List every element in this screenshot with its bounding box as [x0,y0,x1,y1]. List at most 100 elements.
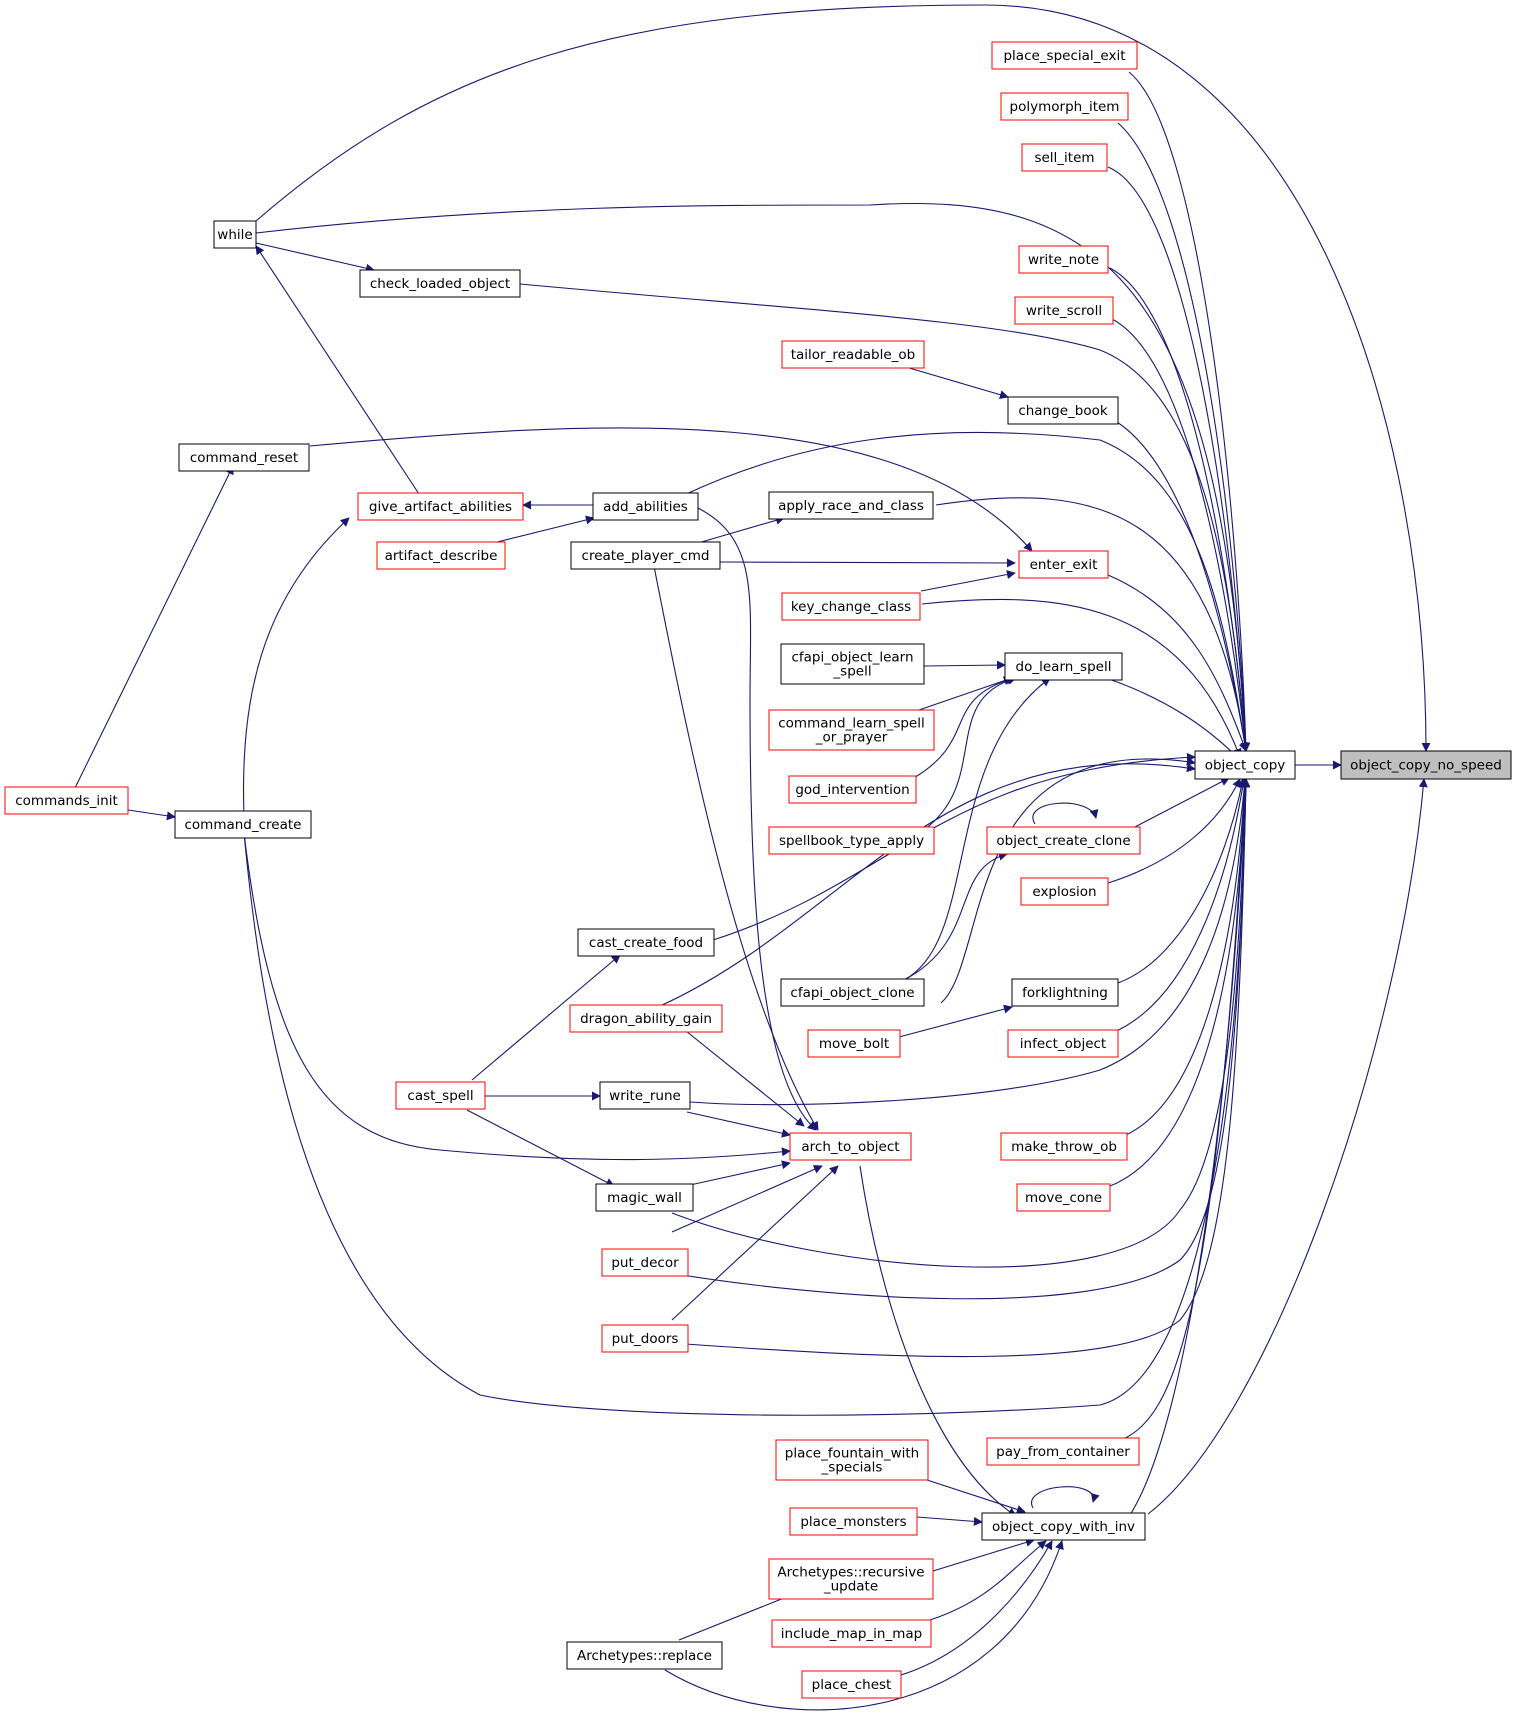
node-spellbook-type-apply[interactable]: spellbook_type_apply [768,826,935,855]
node-label: explosion [1032,884,1096,900]
node-put-decor[interactable]: put_decor [601,1248,689,1277]
node-label: _spell [832,664,871,680]
node-box [376,541,506,570]
node-box [566,1641,723,1670]
node-tailor-readable-ob[interactable]: tailor_readable_ob [781,340,925,369]
node-place-monsters[interactable]: place_monsters [789,1507,918,1536]
node-box [1004,652,1123,681]
node-cfapi-object-clone[interactable]: cfapi_object_clone [780,978,925,1007]
node-write-note[interactable]: write_note [1018,245,1109,274]
node-label: object_create_clone [996,833,1130,849]
node-enter-exit[interactable]: enter_exit [1018,550,1109,579]
node-box [768,709,935,751]
node-label: object_copy [1205,758,1286,774]
node-archetypes-recursive-update[interactable]: Archetypes::recursive_update [768,1558,934,1600]
node-label: magic_wall [607,1190,682,1206]
node-label: cast_create_food [589,935,703,951]
node-label: _update [823,1579,878,1595]
node-move-bolt[interactable]: move_bolt [807,1029,901,1058]
node-explosion[interactable]: explosion [1020,877,1109,906]
node-label: while [217,227,252,243]
node-label: create_player_cmd [582,548,710,564]
node-pay-from-container[interactable]: pay_from_container [986,1437,1140,1466]
node-place-fountain-with-specials[interactable]: place_fountain_with_specials [775,1439,929,1481]
node-create-player-cmd[interactable]: create_player_cmd [570,541,721,570]
node-magic-wall[interactable]: magic_wall [595,1183,694,1212]
node-commands-init[interactable]: commands_init [4,786,129,815]
node-write-scroll[interactable]: write_scroll [1014,296,1114,325]
node-check-loaded-object[interactable]: check_loaded_object [359,269,521,298]
node-forklightning[interactable]: forklightning [1011,978,1119,1007]
node-label: commands_init [15,793,118,809]
node-box [768,491,934,520]
node-label: command_reset [190,450,298,466]
node-do-learn-spell[interactable]: do_learn_spell [1004,652,1123,681]
node-sell-item[interactable]: sell_item [1021,143,1108,172]
node-label: change_book [1018,403,1108,419]
node-box [357,492,524,521]
node-label: infect_object [1020,1036,1106,1052]
node-label: tailor_readable_ob [791,347,916,363]
node-label: write_scroll [1026,303,1102,319]
node-change-book[interactable]: change_book [1007,396,1119,425]
call-edges [73,4,1431,1711]
node-place-special-exit[interactable]: place_special_exit [991,41,1138,70]
node-command-reset[interactable]: command_reset [178,443,310,472]
node-box [771,1619,932,1648]
node-box [1018,550,1109,579]
node-label: god_intervention [795,782,909,798]
node-box [789,1507,918,1536]
node-give-artifact-abilities[interactable]: give_artifact_abilities [357,492,524,521]
node-box [601,1324,689,1353]
node-while[interactable]: while [213,220,257,249]
node-label: pay_from_container [996,1444,1130,1460]
node-artifact-describe[interactable]: artifact_describe [376,541,506,570]
node-apply-race-and-class[interactable]: apply_race_and_class [768,491,934,520]
node-cfapi-object-learn-spell[interactable]: cfapi_object_learn_spell [780,643,925,685]
node-box [1021,143,1108,172]
node-add-abilities[interactable]: add_abilities [592,492,699,521]
node-label: _or_prayer [815,730,888,746]
node-archetypes-replace[interactable]: Archetypes::replace [566,1641,723,1670]
node-label: cfapi_object_learn [791,650,913,666]
node-include-map-in-map[interactable]: include_map_in_map [771,1619,932,1648]
node-box [569,1004,723,1033]
node-object-copy[interactable]: object_copy [1194,750,1296,780]
node-box [1007,1029,1119,1058]
node-box [178,443,310,472]
node-label: Archetypes::recursive [777,1565,924,1581]
node-box [788,775,917,804]
node-label: object_copy_no_speed [1350,758,1502,774]
node-label: object_copy_with_inv [992,1519,1135,1535]
node-object-copy-no-speed[interactable]: object_copy_no_speed [1340,750,1512,780]
node-label: give_artifact_abilities [369,499,512,515]
node-arch-to-object[interactable]: arch_to_object [789,1132,912,1161]
node-make-throw-ob[interactable]: make_throw_ob [1000,1132,1128,1161]
node-box [1007,396,1119,425]
node-cast-spell[interactable]: cast_spell [395,1081,486,1110]
node-object-create-clone[interactable]: object_create_clone [986,826,1141,855]
node-polymorph-item[interactable]: polymorph_item [1000,92,1129,121]
node-cast-create-food[interactable]: cast_create_food [577,928,715,957]
node-infect-object[interactable]: infect_object [1007,1029,1119,1058]
node-label: _specials [821,1460,883,1476]
node-god-intervention[interactable]: god_intervention [788,775,917,804]
node-put-doors[interactable]: put_doors [601,1324,689,1353]
node-label: key_change_class [791,599,911,615]
node-box [781,340,925,369]
node-label: forklightning [1022,985,1108,1001]
node-move-cone[interactable]: move_cone [1016,1183,1111,1212]
node-command-learn-spell-or-prayer[interactable]: command_learn_spell_or_prayer [768,709,935,751]
node-box [1011,978,1119,1007]
node-box [768,1558,934,1600]
node-write-rune[interactable]: write_rune [599,1081,691,1110]
node-place-chest[interactable]: place_chest [801,1670,902,1699]
node-key-change-class[interactable]: key_change_class [781,592,921,621]
node-box [991,41,1138,70]
node-dragon-ability-gain[interactable]: dragon_ability_gain [569,1004,723,1033]
node-command-create[interactable]: command_create [174,810,312,839]
node-label: apply_race_and_class [778,498,924,514]
node-label: move_bolt [819,1036,889,1052]
node-label: dragon_ability_gain [580,1011,712,1027]
node-object-copy-with-inv[interactable]: object_copy_with_inv [981,1512,1146,1541]
